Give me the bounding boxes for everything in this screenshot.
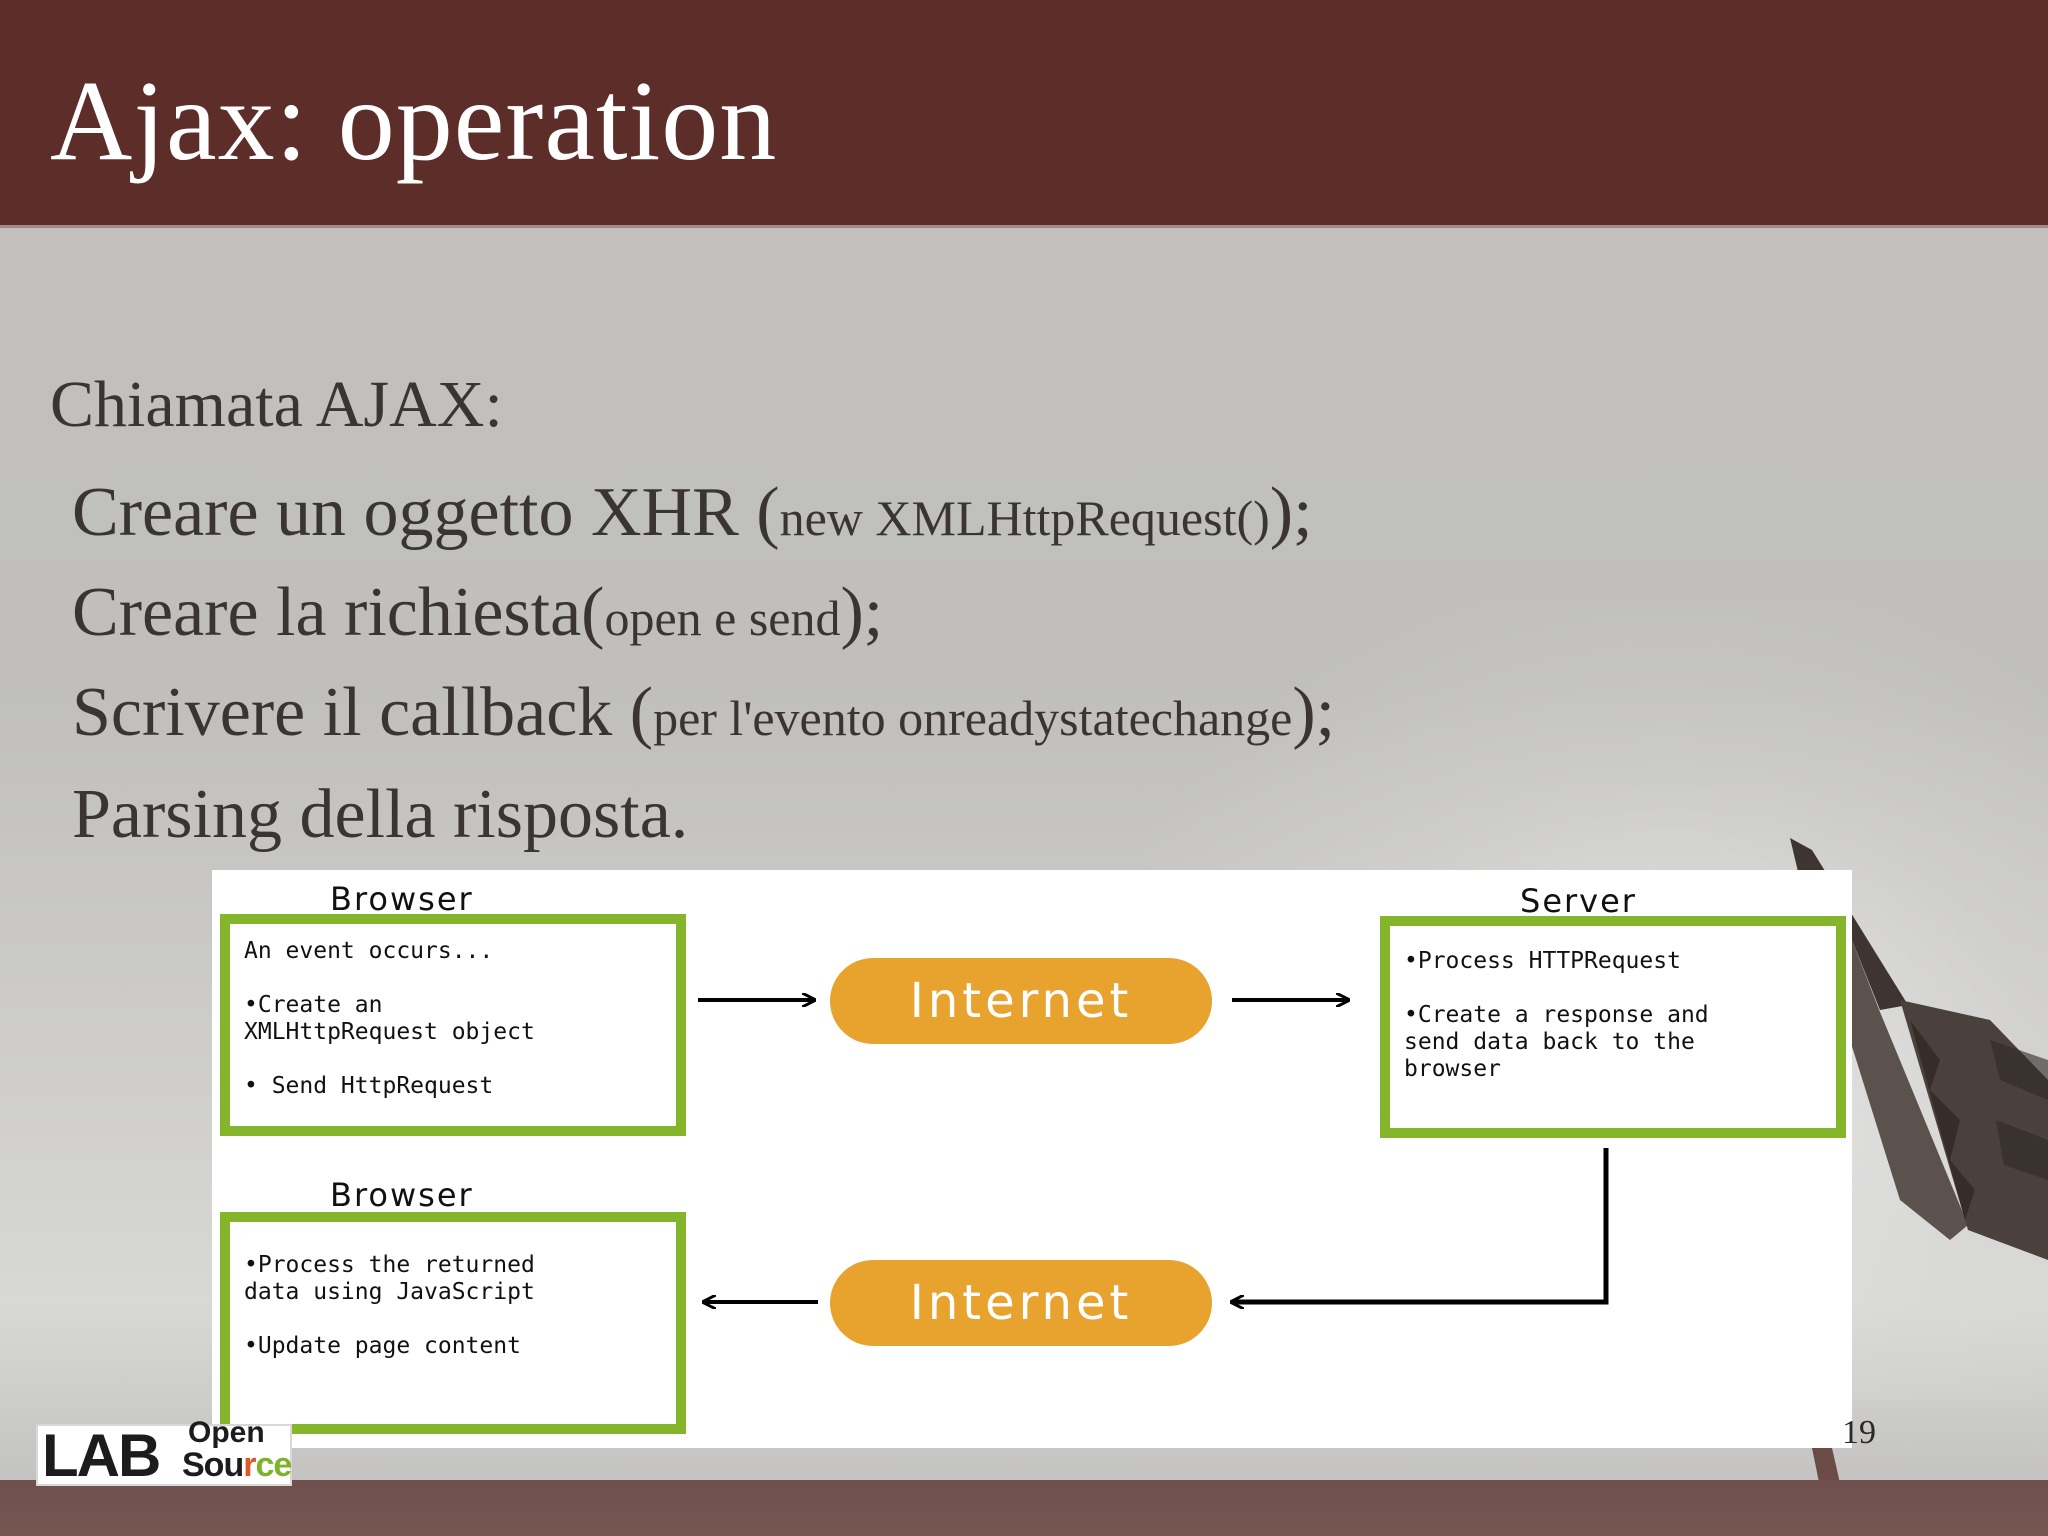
- step-2-main: Creare la richiesta(: [72, 574, 605, 651]
- browser-bottom-line-3: •Update page content: [244, 1333, 521, 1359]
- lab-open-source-logo: LAB Open Source: [36, 1418, 292, 1489]
- step-1-end: );: [1269, 474, 1313, 551]
- bottom-band: [0, 1480, 2048, 1536]
- server-line-4: browser: [1404, 1056, 1501, 1082]
- server-box: •Process HTTPRequest •Create a response …: [1380, 916, 1846, 1138]
- browser-top-line-1: An event occurs...: [244, 938, 494, 964]
- browser-top-label: Browser: [330, 880, 474, 918]
- step-4-main: Parsing della risposta.: [72, 776, 689, 853]
- browser-bottom-label: Browser: [330, 1176, 474, 1214]
- browser-bottom-line-2: data using JavaScript: [244, 1279, 535, 1305]
- diagram-arrows: [698, 870, 1609, 1448]
- ajax-diagram: Browser An event occurs... •Create an XM…: [212, 870, 1852, 1448]
- browser-bottom-line-1: •Process the returned: [244, 1252, 535, 1278]
- page-number: 19: [1842, 1414, 1876, 1451]
- step-line-3: Scrivere il callback (per l'evento onrea…: [72, 678, 1335, 748]
- step-line-4: Parsing della risposta.: [72, 780, 688, 850]
- step-1-detail: new XMLHttpRequest(): [779, 490, 1270, 546]
- logo-lab-text: LAB: [42, 1422, 161, 1489]
- arrow-server-to-internet: [1232, 1148, 1609, 1302]
- logo-open-text: Open: [188, 1416, 265, 1449]
- browser-top-line-4: • Send HttpRequest: [244, 1073, 494, 1099]
- slide-title: Ajax: operation: [50, 57, 778, 184]
- step-2-detail: open e send: [604, 590, 841, 646]
- logo-source-text: Source: [182, 1446, 292, 1484]
- step-2-end: );: [840, 574, 884, 651]
- step-3-main: Scrivere il callback (: [72, 674, 654, 751]
- browser-top-line-2: •Create an: [244, 992, 383, 1018]
- step-1-main: Creare un oggetto XHR (: [72, 474, 780, 551]
- browser-bottom-box: •Process the returned data using JavaScr…: [220, 1212, 686, 1434]
- server-line-1: •Process HTTPRequest: [1404, 948, 1681, 974]
- internet-bottom-pill: Internet: [830, 1260, 1212, 1346]
- browser-top-box: An event occurs... •Create an XMLHttpReq…: [220, 914, 686, 1136]
- server-label: Server: [1520, 882, 1637, 920]
- content-heading: Chiamata AJAX:: [50, 368, 503, 441]
- title-bar: Ajax: operation: [0, 0, 2048, 228]
- browser-top-line-3: XMLHttpRequest object: [244, 1019, 535, 1045]
- step-line-2: Creare la richiesta(open e send);: [72, 578, 883, 648]
- internet-top-pill: Internet: [830, 958, 1212, 1044]
- step-3-end: );: [1292, 674, 1336, 751]
- step-line-1: Creare un oggetto XHR (new XMLHttpReques…: [72, 478, 1313, 548]
- server-line-3: send data back to the: [1404, 1029, 1695, 1055]
- server-line-2: •Create a response and: [1404, 1002, 1709, 1028]
- step-3-detail: per l'evento onreadystatechange: [653, 690, 1293, 746]
